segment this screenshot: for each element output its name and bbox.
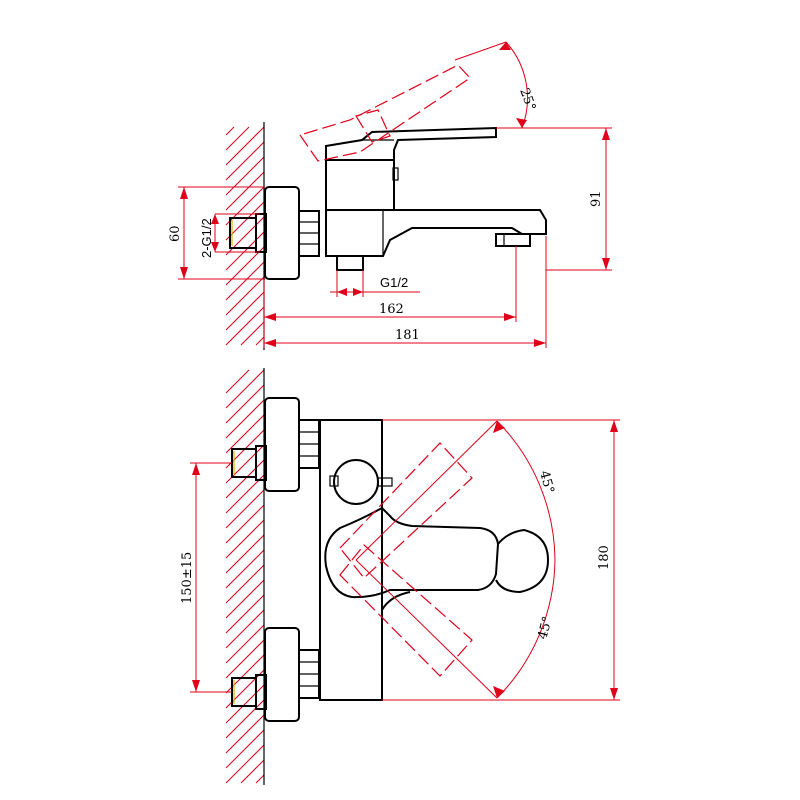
dim-label-91: 91 (589, 190, 604, 207)
shower-outlet-side (336, 255, 364, 271)
flange-lower (264, 627, 300, 722)
lever-handle-side (325, 126, 497, 161)
valve-body-top (319, 419, 383, 701)
angle-arc-25 (505, 41, 528, 129)
cartridge-column-side (325, 159, 395, 211)
flange-upper (264, 397, 300, 492)
label-rotation-upper: 45° (536, 469, 556, 495)
label-inlet-thread: 2-G1/2 (199, 218, 214, 258)
label-outlet-thread: G1/2 (380, 275, 408, 290)
side-view: 25° 91 60 2-G1/2 G1/2 162 (168, 41, 612, 350)
dim-label-162: 162 (379, 302, 404, 317)
lever-rotated-down (339, 544, 473, 677)
wall-hatching-bottom (225, 369, 265, 784)
diverter-knob-side (392, 167, 399, 181)
aerator-side (495, 233, 531, 247)
arc-rotation-upper (496, 420, 556, 561)
label-rotation-lower: 45° (535, 615, 555, 641)
arc-rotation-lower (496, 559, 556, 699)
wall-flange-side (264, 186, 300, 280)
angle-extension-line (454, 41, 507, 61)
lever-handle-top (324, 506, 500, 599)
lever-rotated-up (339, 442, 473, 579)
handle-tip-top (495, 528, 550, 594)
label-handle-angle: 25° (516, 86, 538, 113)
lever-handle-raised-cap (355, 109, 391, 143)
top-view: 45° 45° 180 150±15 (180, 368, 620, 785)
lever-handle-raised (299, 64, 471, 162)
dim-label-181: 181 (395, 328, 420, 343)
dim-label-180: 180 (597, 545, 612, 570)
dim-label-60: 60 (168, 225, 183, 242)
dim-label-150: 150±15 (180, 552, 195, 604)
diverter-knob-top (333, 459, 379, 505)
